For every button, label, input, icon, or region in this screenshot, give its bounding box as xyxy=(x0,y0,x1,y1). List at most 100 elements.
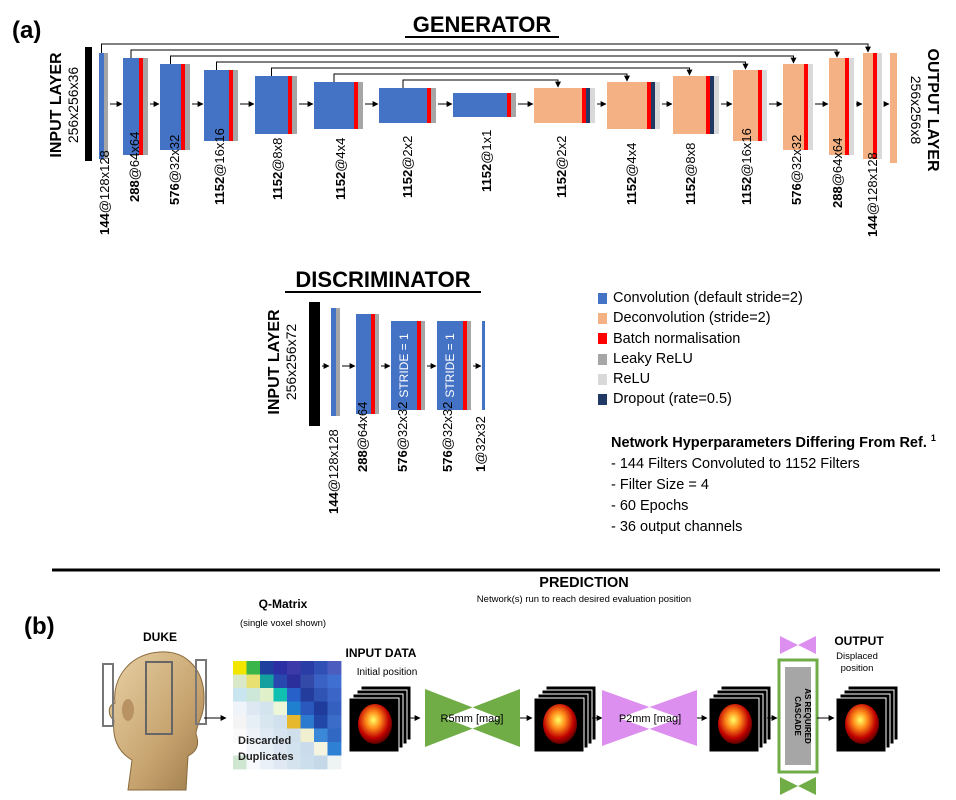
dropout-strip xyxy=(651,82,655,129)
skip-connection-arrow xyxy=(101,43,871,53)
qmatrix-cell xyxy=(287,701,301,716)
prediction-subtitle: Network(s) run to reach desired evaluati… xyxy=(477,594,691,605)
qmatrix-cell xyxy=(314,701,328,716)
qmatrix-cell xyxy=(314,742,328,756)
qmatrix-cell xyxy=(327,674,342,689)
legend-item: Dropout (rate=0.5) xyxy=(598,389,803,409)
generator-layer-block xyxy=(379,88,427,123)
qmatrix-cell xyxy=(260,674,274,689)
batchnorm-strip xyxy=(706,76,710,134)
qmatrix-cell xyxy=(327,688,342,702)
qmatrix-cell xyxy=(260,661,274,675)
batchnorm-strip xyxy=(758,70,762,141)
skip-connection-arrow xyxy=(170,55,797,64)
qmatrix-cell xyxy=(233,688,247,702)
network-r5mm-label: R5mm [mag] xyxy=(441,713,504,725)
qmatrix-cell xyxy=(300,715,315,729)
qmatrix-cell xyxy=(260,728,274,743)
relu-strip xyxy=(655,82,660,129)
generator-layer-block xyxy=(673,76,706,134)
generator-layer-label: 576@32x32 xyxy=(167,135,182,205)
generator-network: 144@128x128 288@64x64 576@32x32 1152@16x16 1… xyxy=(97,43,897,237)
batchnorm-strip xyxy=(507,93,511,117)
hyperparameter-item-3: - 60 Epochs xyxy=(611,497,689,514)
leaky-relu-strip xyxy=(358,82,363,129)
qmatrix-cell xyxy=(273,661,288,675)
generator-layer-block xyxy=(534,88,582,123)
discriminator-layer-label: 576@32x32 xyxy=(440,402,455,472)
panel-a-label: (a) xyxy=(12,17,41,44)
leaky-relu-strip xyxy=(431,88,436,123)
legend-item: Leaky ReLU xyxy=(598,349,803,369)
duke-label: DUKE xyxy=(143,630,177,644)
qmatrix-cell xyxy=(246,755,261,770)
duke-head-image xyxy=(102,651,207,791)
batchnorm-strip xyxy=(139,58,143,155)
stride-label: STRIDE = 1 xyxy=(443,333,457,398)
leaky-relu-strip xyxy=(467,321,471,410)
generator-layer-label: 144@128x128 xyxy=(97,150,112,235)
skip-connection-arrow xyxy=(130,49,840,58)
generator-layer-label: 1152@4x4 xyxy=(333,138,348,200)
legend-item: Convolution (default stride=2) xyxy=(598,288,803,308)
generator-output-dims: 256x256x8 xyxy=(908,76,924,145)
generator-output-label: OUTPUT LAYER xyxy=(924,49,941,172)
hyperparameter-item-2: - Filter Size = 4 xyxy=(611,476,709,493)
relu-strip xyxy=(849,58,854,155)
hyperparameters-title-text: Network Hyperparameters Differing From R… xyxy=(611,434,927,451)
heatmap-blob xyxy=(845,704,879,744)
batchnorm-strip xyxy=(354,82,358,129)
input-data-stack xyxy=(348,685,412,753)
legend-label: Convolution (default stride=2) xyxy=(613,290,803,306)
discriminator-layer-block xyxy=(391,321,417,410)
generator-title: GENERATOR xyxy=(413,12,552,37)
batchnorm-strip xyxy=(371,314,375,414)
qmatrix-cell xyxy=(273,755,288,770)
intermediate-stack-2 xyxy=(708,685,772,753)
discriminator-input-bar xyxy=(309,302,320,426)
generator-layer-block xyxy=(863,53,873,159)
batchnorm-strip xyxy=(181,64,185,150)
generator-layer-block xyxy=(453,93,507,117)
qmatrix-cell xyxy=(314,728,328,743)
leaky-relu-strip xyxy=(104,53,108,159)
legend-label: Batch normalisation xyxy=(613,330,741,347)
qmatrix-cell xyxy=(246,688,261,702)
relu-strip xyxy=(808,64,813,150)
qmatrix-cell xyxy=(260,701,274,716)
cascade-label-1: CASCADE xyxy=(793,696,802,736)
generator-layer-label: 1152@1x1 xyxy=(479,130,494,192)
qmatrix-cell xyxy=(300,701,315,716)
generator-layer-label: 288@64x64 xyxy=(830,138,845,208)
qmatrix-cell xyxy=(314,674,328,689)
qmatrix-cell xyxy=(233,742,247,756)
leaky-relu-strip xyxy=(292,76,297,134)
generator-input-dims: 256x256x36 xyxy=(65,67,81,144)
qmatrix-cell xyxy=(246,715,261,729)
hyperparameter-item-1: - 144 Filters Convoluted to 1152 Filters xyxy=(611,455,860,472)
generator-layer-block xyxy=(99,53,104,159)
discriminator-input-label: INPUT LAYER xyxy=(266,309,283,415)
heatmap-blob xyxy=(358,704,392,744)
generator-layer-label: 1152@4x4 xyxy=(624,143,639,205)
generator-layer-block xyxy=(123,58,139,155)
qmatrix-cell xyxy=(273,674,288,689)
hyperparameters-box: Network Hyperparameters Differing From R… xyxy=(611,428,936,538)
generator-layer-label: 1152@16x16 xyxy=(212,128,227,205)
qmatrix-cell xyxy=(233,674,247,689)
discriminator-layer-label: 288@64x64 xyxy=(355,402,370,472)
batchnorm-strip xyxy=(804,64,808,150)
qmatrix-cell xyxy=(287,728,301,743)
qmatrix-cell xyxy=(300,661,315,675)
dropout-strip xyxy=(586,88,590,123)
qmatrix-cell xyxy=(314,661,328,675)
generator-layer-label: 288@64x64 xyxy=(127,132,142,202)
qmatrix-cell xyxy=(233,701,247,716)
qmatrix-cell xyxy=(273,715,288,729)
network-r5mm-shape xyxy=(425,689,520,747)
generator-layer-label: 1152@8x8 xyxy=(270,138,285,200)
generator-input-bar xyxy=(85,47,92,161)
qmatrix-cell xyxy=(314,688,328,702)
